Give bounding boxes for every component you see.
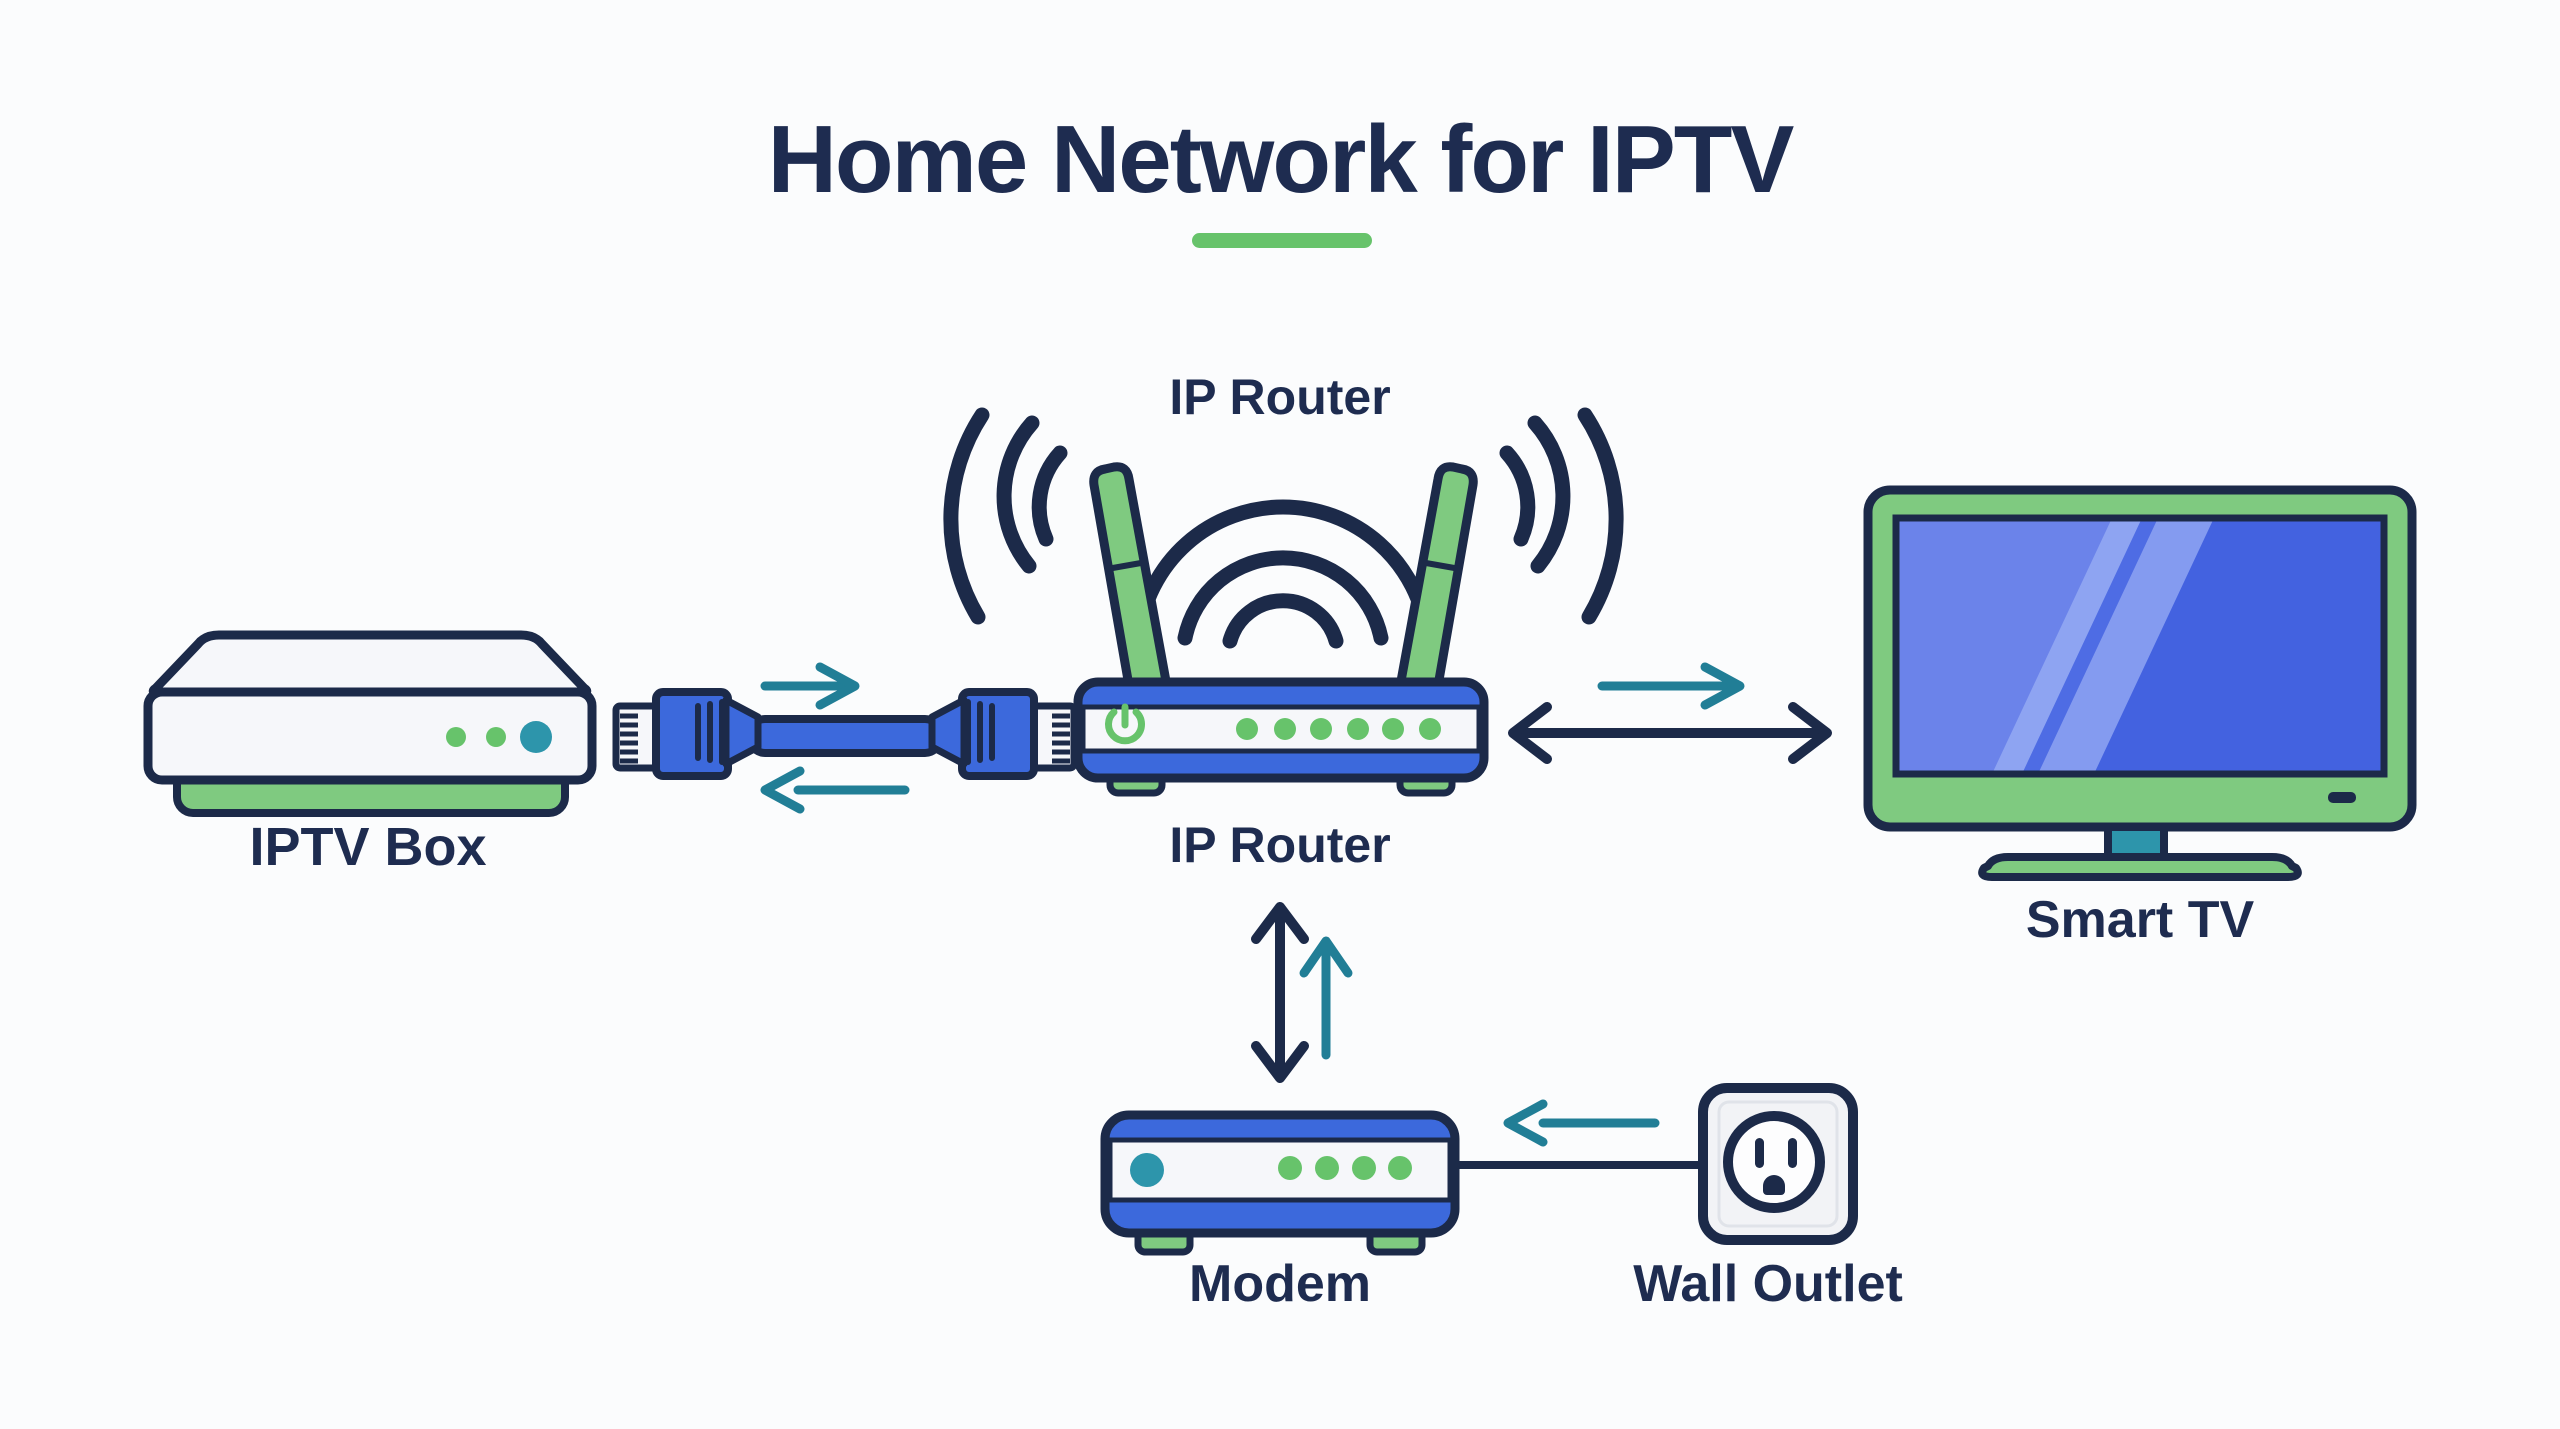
signal-waves-right-icon xyxy=(1499,407,1624,625)
iptv-box-icon xyxy=(143,630,597,817)
outlet-slot xyxy=(1788,1138,1797,1168)
arrow-up-icon xyxy=(1299,936,1353,1060)
arrow-left-icon xyxy=(1503,1099,1660,1147)
wall-outlet-label: Wall Outlet xyxy=(1633,1255,1903,1313)
tv-screen-border xyxy=(1892,514,2388,778)
router-modem-link xyxy=(1251,902,1353,1083)
power-icon xyxy=(1105,703,1145,745)
wifi-waves-icon xyxy=(1131,499,1435,649)
led-dot xyxy=(446,727,466,747)
outlet-socket-icon xyxy=(1723,1111,1825,1213)
outlet-ground-slot xyxy=(1763,1175,1785,1195)
cable-cord xyxy=(746,715,944,757)
smart-tv-icon xyxy=(1863,485,2417,881)
led-dot xyxy=(486,727,506,747)
tv-stand-base xyxy=(1978,853,2302,881)
title-underline xyxy=(1192,233,1372,248)
wall-outlet-icon xyxy=(1698,1083,1858,1245)
iptv-box-front xyxy=(143,687,597,785)
router-tv-link xyxy=(1508,662,1832,764)
outlet-plate-bevel xyxy=(1717,1100,1839,1228)
modem-icon xyxy=(1100,1110,1460,1256)
router-icon xyxy=(943,407,1624,797)
ethernet-cable-icon xyxy=(612,662,1078,814)
modem-outlet-link xyxy=(1455,1099,1705,1169)
tv-stand-neck xyxy=(2104,823,2168,861)
arrow-right-icon xyxy=(760,662,860,710)
router-label-top: IP Router xyxy=(1169,369,1391,425)
arrow-both-vertical-icon xyxy=(1251,902,1309,1083)
outlet-slot xyxy=(1755,1138,1764,1168)
page-title: Home Network for IPTV xyxy=(767,106,1795,213)
iptv-box-lid xyxy=(148,630,592,697)
tv-indicator xyxy=(2328,792,2356,803)
iptv-box-label: IPTV Box xyxy=(249,817,487,877)
arrow-left-icon xyxy=(760,766,910,814)
antenna-left-icon xyxy=(1089,462,1175,708)
arrow-both-horizontal-icon xyxy=(1508,702,1832,764)
router-label-bottom: IP Router xyxy=(1169,817,1391,873)
led-dots xyxy=(1278,1156,1412,1180)
smart-tv-label: Smart TV xyxy=(2025,891,2255,949)
arrow-right-icon xyxy=(1597,662,1745,710)
antenna-right-icon xyxy=(1392,462,1478,708)
led-dot xyxy=(520,721,552,753)
signal-waves-left-icon xyxy=(943,407,1068,625)
led-dots xyxy=(1236,718,1441,740)
rj45-connector-icon xyxy=(612,688,762,780)
led-dot xyxy=(1130,1153,1164,1187)
tv-screen xyxy=(1896,518,2384,774)
modem-label: Modem xyxy=(1189,1255,1371,1313)
